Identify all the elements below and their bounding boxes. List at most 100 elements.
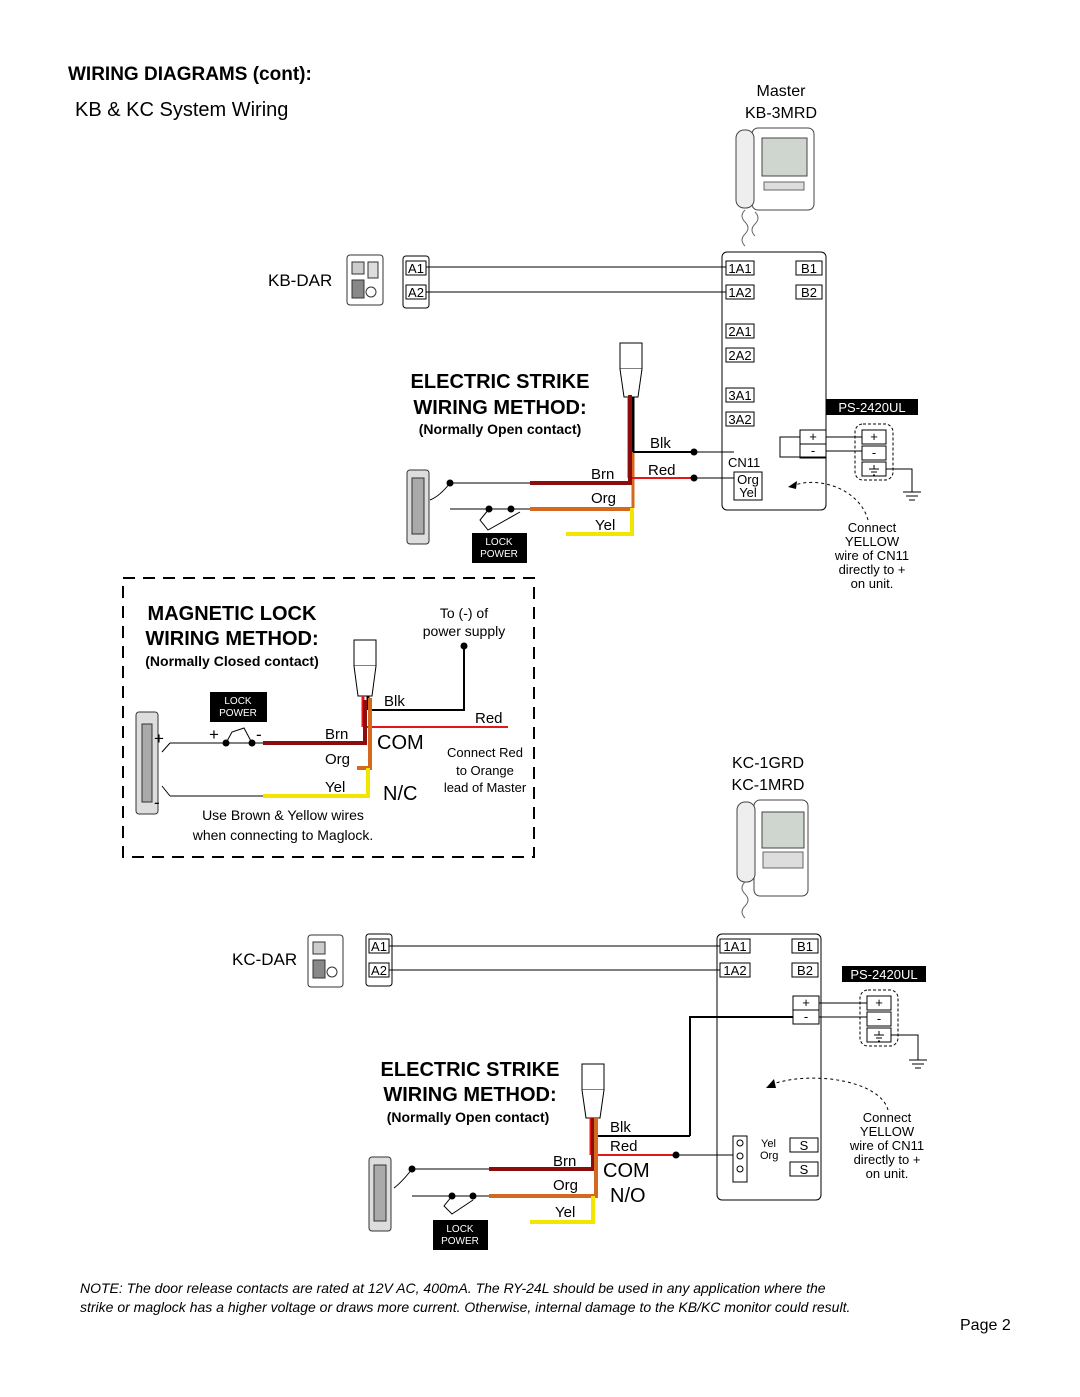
svg-text:1A2: 1A2	[723, 963, 746, 978]
kc-plus-to-strike-wire	[689, 1016, 793, 1136]
strike2-connector-icon	[581, 1063, 605, 1119]
maglock-lock-leads	[161, 727, 263, 797]
ground-icon	[903, 491, 921, 501]
svg-text:S: S	[800, 1138, 809, 1153]
maglock-com-label: COM	[377, 732, 424, 754]
footer-note-line1: NOTE: The door release contacts are rate…	[80, 1280, 826, 1296]
kb-door-label: KB-DAR	[268, 271, 332, 290]
svg-text:wire of CN11: wire of CN11	[834, 548, 909, 563]
strike1-label-brn: Brn	[591, 466, 614, 483]
ps-bottom-label-box	[842, 966, 926, 982]
strike2-label-yel: Yel	[555, 1204, 575, 1221]
strike1-connector-icon	[619, 342, 643, 398]
svg-text:2A2: 2A2	[728, 348, 751, 363]
svg-text:+: +	[802, 995, 810, 1010]
maglock-icon	[135, 711, 159, 815]
strike1-node-c	[507, 505, 515, 513]
svg-text:+: +	[875, 995, 883, 1010]
svg-text:wire of CN11: wire of CN11	[849, 1138, 924, 1153]
svg-text:directly to +: directly to +	[839, 562, 906, 577]
strike2-no-label: N/O	[610, 1185, 646, 1207]
strike1-title-line2: WIRING METHOD:	[413, 397, 586, 419]
svg-text:YELLOW: YELLOW	[845, 534, 900, 549]
maglock-node-2	[248, 739, 256, 747]
maglock-use-note-line1: Use Brown & Yellow wires	[202, 807, 364, 823]
svg-text:1A1: 1A1	[723, 939, 746, 954]
kc-master-handset-icon	[736, 799, 809, 919]
strike2-title-line1: ELECTRIC STRIKE	[381, 1059, 560, 1081]
svg-text:1A1: 1A1	[728, 261, 751, 276]
svg-text:Org: Org	[737, 472, 759, 487]
strike2-label-blk: Blk	[610, 1119, 631, 1136]
svg-text:-: -	[872, 445, 876, 460]
maglock-connect-red-note: Connect Red to Orange lead of Master	[444, 745, 527, 795]
svg-text:CN11: CN11	[728, 455, 760, 470]
svg-text:on unit.: on unit.	[866, 1166, 909, 1181]
strike1-lock-leads	[429, 482, 530, 531]
strike1-node-b	[485, 505, 493, 513]
page-title: WIRING DIAGRAMS (cont):	[68, 64, 312, 85]
maglock-plus-left: +	[154, 729, 164, 748]
maglock-connector-icon	[353, 639, 377, 697]
svg-text:Org: Org	[760, 1150, 778, 1162]
maglock-to-supply-line2: power supply	[423, 623, 506, 639]
ground-icon-bottom	[909, 1059, 927, 1069]
svg-text:lead of Master: lead of Master	[444, 780, 527, 795]
maglock-title-line1: MAGNETIC LOCK	[148, 603, 317, 625]
svg-text:-: -	[811, 443, 815, 458]
ps-top-label: PS-2420UL	[838, 400, 905, 415]
ps-bottom-label: PS-2420UL	[850, 967, 917, 982]
kb-master-label: Master	[757, 83, 807, 100]
strike1-brn-wire	[530, 395, 632, 485]
page-number: Page 2	[960, 1317, 1011, 1334]
strike1-label-org: Org	[591, 490, 616, 507]
svg-text:YELLOW: YELLOW	[860, 1124, 915, 1139]
connect-note-bottom-arrow	[769, 1077, 889, 1111]
maglock-subtitle: (Normally Closed contact)	[145, 653, 318, 669]
connect-note-top: Connect YELLOW wire of CN11 directly to …	[834, 520, 909, 591]
strike2-label-org: Org	[553, 1177, 578, 1194]
strike1-lock-power-line1: LOCK	[485, 537, 513, 548]
svg-text:2A1: 2A1	[728, 324, 751, 339]
svg-text:A1: A1	[371, 939, 387, 954]
svg-text:3A1: 3A1	[728, 388, 751, 403]
svg-text:S: S	[800, 1162, 809, 1177]
strike2-lock-icon	[368, 1156, 392, 1232]
svg-text:-: -	[804, 1009, 808, 1024]
svg-text:Connect: Connect	[848, 520, 897, 535]
svg-text:Connect: Connect	[863, 1110, 912, 1125]
ps-top-terminals: + -	[854, 423, 894, 481]
svg-text:on unit.: on unit.	[851, 576, 894, 591]
strike2-node-b	[448, 1192, 456, 1200]
ps-bottom-ground-wire	[891, 1034, 919, 1060]
kc-door-terminals: A1 A2	[368, 938, 390, 978]
strike2-lock-power-line1: LOCK	[446, 1224, 474, 1235]
svg-text:Yel: Yel	[739, 485, 757, 500]
maglock-lock-power-box	[210, 692, 267, 722]
strike1-lock-power-line2: POWER	[480, 549, 518, 560]
strike2-label-brn: Brn	[553, 1153, 576, 1170]
connect-note-bottom: Connect YELLOW wire of CN11 directly to …	[849, 1110, 924, 1181]
maglock-title-line2: WIRING METHOD:	[145, 628, 318, 650]
maglock-dashed-frame	[122, 577, 535, 858]
maglock-use-note-line2: when connecting to Maglock.	[192, 827, 374, 843]
maglock-label-blk: Blk	[384, 693, 405, 710]
strike1-label-red: Red	[648, 462, 676, 479]
svg-text:to Orange: to Orange	[456, 763, 514, 778]
maglock-node-1	[222, 739, 230, 747]
strike2-node-c	[469, 1192, 477, 1200]
strike2-org-wire	[489, 1118, 598, 1198]
maglock-blk-wire	[372, 646, 465, 711]
maglock-to-supply-line1: To (-) of	[440, 605, 488, 621]
svg-text:directly to +: directly to +	[854, 1152, 921, 1167]
strike2-brn-wire	[489, 1118, 595, 1171]
svg-text:Connect Red: Connect Red	[447, 745, 523, 760]
ps-bottom-terminals: + -	[859, 989, 899, 1047]
maglock-plus-right: +	[209, 725, 219, 744]
maglock-label-org: Org	[325, 751, 350, 768]
ps-top-label-box	[826, 399, 918, 415]
strike2-subtitle: (Normally Open contact)	[387, 1109, 550, 1125]
svg-text:B2: B2	[797, 963, 813, 978]
svg-text:3A2: 3A2	[728, 412, 751, 427]
